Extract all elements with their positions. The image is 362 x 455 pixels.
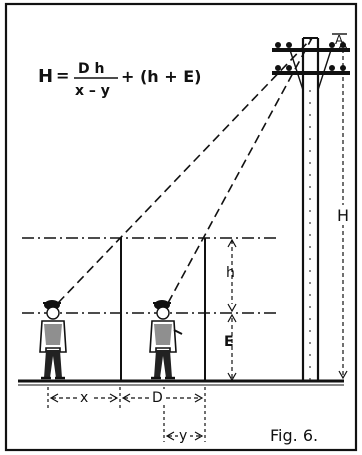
top-marker-label: A <box>335 33 344 47</box>
dimension-h <box>227 238 237 313</box>
formula-numerator: D h <box>78 61 104 77</box>
utility-pole <box>272 37 350 380</box>
figure-caption: Fig. 6. <box>270 426 318 445</box>
label-D-bg <box>150 389 166 405</box>
pole-brace-left <box>289 49 304 91</box>
pole-insulators <box>275 42 346 71</box>
formula-lhs: H <box>38 66 53 87</box>
formula-tail: + (h + E) <box>121 67 201 86</box>
label-D: D <box>152 390 163 406</box>
sight-line-far <box>57 37 313 304</box>
label-y: y <box>179 428 187 444</box>
label-h: h <box>226 265 235 281</box>
observer-far <box>39 300 67 380</box>
label-H: H <box>337 206 349 225</box>
label-H-bg <box>335 205 351 225</box>
formula-equals: = <box>56 66 69 85</box>
label-E: E <box>224 334 234 350</box>
label-x: x <box>80 390 88 406</box>
label-x-bg <box>78 389 92 405</box>
pole-brace-right <box>317 49 332 91</box>
sight-line-near <box>167 37 313 304</box>
figure-frame <box>4 2 358 452</box>
observer-near <box>149 300 183 380</box>
label-y-bg <box>178 427 190 443</box>
formula: H = D h x – y + (h + E) <box>38 61 201 99</box>
dimension-e <box>227 313 237 382</box>
formula-denominator: x – y <box>75 83 110 99</box>
